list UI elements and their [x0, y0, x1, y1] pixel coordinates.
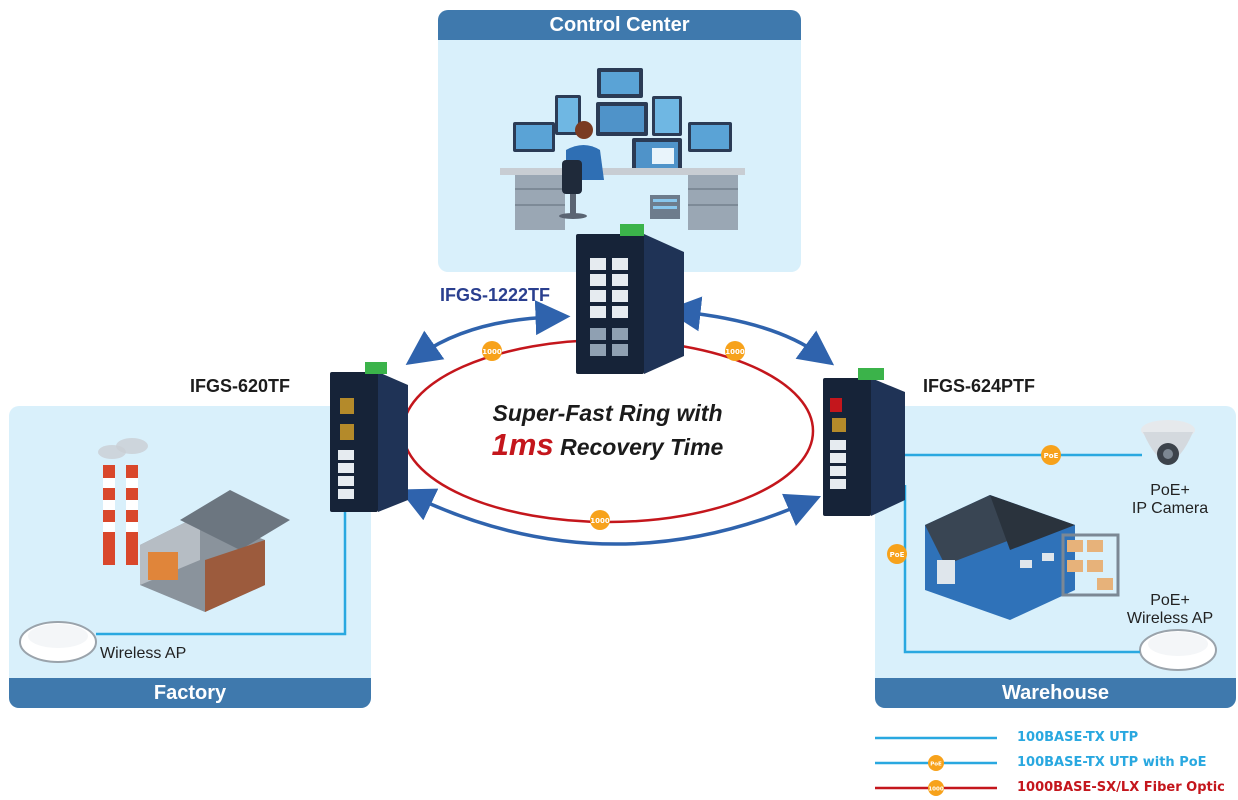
warehouse-ap-label-line1: PoE+ — [1150, 592, 1190, 609]
fiber-badge-bottom: 1000 — [590, 510, 610, 530]
warehouse-ap-label: PoE+ Wireless AP — [1110, 592, 1230, 628]
ring-caption: Super-Fast Ring with 1ms Recovery Time — [455, 400, 760, 463]
legend-poe-badge-text: PoE — [930, 762, 942, 768]
legend-fiber-label: 1000BASE-SX/LX Fiber Optic — [1017, 780, 1225, 795]
legend-poe-badge — [928, 755, 944, 771]
utp-links — [96, 453, 1142, 654]
factory-title: Factory — [9, 678, 371, 708]
recovery-time-label: Recovery Time — [560, 434, 724, 460]
control-center-illustration — [500, 68, 745, 230]
svg-text:PoE: PoE — [890, 551, 905, 559]
camera-label-line1: PoE+ — [1150, 482, 1190, 499]
fiber-badge-right: 1000 — [725, 341, 745, 361]
ring-caption-line1: Super-Fast Ring with — [492, 400, 723, 426]
svg-text:1000: 1000 — [482, 348, 502, 356]
svg-text:1000: 1000 — [590, 517, 610, 525]
recovery-time-value: 1ms — [491, 427, 554, 462]
warehouse-wireless-ap-device — [1139, 629, 1217, 671]
legend-utp-label: 100BASE-TX UTP — [1017, 730, 1139, 745]
factory-illustration — [98, 438, 290, 612]
factory-ap-label: Wireless AP — [100, 645, 187, 662]
warehouse-ap-label-line2: Wireless AP — [1126, 610, 1214, 627]
switch-right-label: IFGS-624PTF — [923, 376, 1036, 396]
legend-fiber-badge — [928, 780, 944, 796]
legend-utp-poe-label: 100BASE-TX UTP with PoE — [1017, 755, 1207, 770]
control-center-title: Control Center — [438, 10, 801, 40]
switch-center-label: IFGS-1222TF — [440, 285, 551, 305]
control-center-panel: Control Center — [438, 10, 801, 272]
ring-arrows — [399, 296, 835, 546]
legend-fiber-badge-text: 1000 — [928, 787, 943, 793]
switch-left-device — [330, 362, 408, 512]
camera-label: PoE+ IP Camera — [1110, 482, 1230, 518]
poe-badge-camera: PoE — [1041, 445, 1061, 465]
ring-caption-line2: 1ms Recovery Time — [455, 427, 760, 463]
ip-camera-device — [1141, 420, 1195, 465]
camera-label-line2: IP Camera — [1131, 500, 1209, 517]
switch-left-label: IFGS-620TF — [190, 376, 291, 396]
legend-graphics: PoE 1000 — [875, 736, 997, 796]
switch-center-device — [576, 224, 684, 374]
warehouse-illustration — [925, 495, 1120, 620]
switch-right-device — [823, 368, 905, 516]
svg-text:PoE: PoE — [1044, 452, 1059, 460]
svg-text:1000: 1000 — [725, 348, 745, 356]
poe-badge-ap: PoE — [887, 544, 907, 564]
factory-wireless-ap-device — [19, 621, 97, 663]
fiber-badge-left: 1000 — [482, 341, 502, 361]
warehouse-title: Warehouse — [875, 678, 1236, 708]
